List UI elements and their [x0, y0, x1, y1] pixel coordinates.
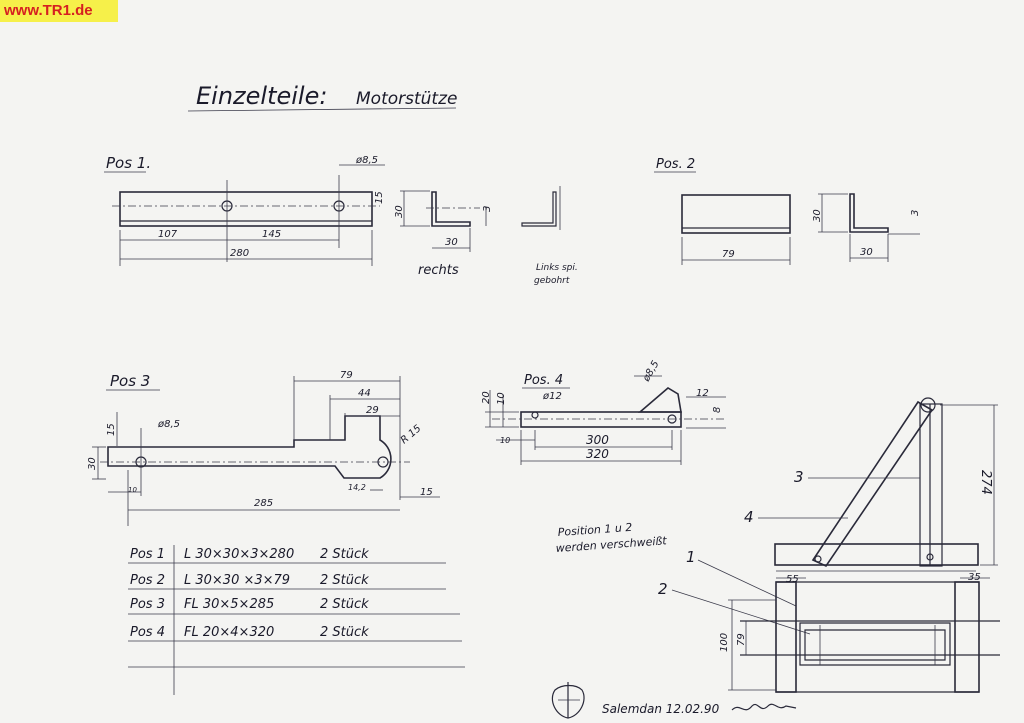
pos4-dim-12: 12	[696, 388, 709, 399]
pos1-label: Pos 1.	[106, 154, 151, 172]
pos3-hole-dim: ø8,5	[157, 419, 180, 430]
pos2-dim-3: 3	[910, 210, 921, 216]
pos1-dim-30v: 30	[394, 205, 405, 218]
table-row-1-qty: 2 Stück	[320, 547, 369, 562]
pos1-hole-dim: ø8,5	[355, 155, 378, 166]
callout-1: 1	[686, 548, 696, 566]
table-row-3-pos: Pos 3	[130, 597, 165, 612]
pos1-drawing: Pos 1. ø8,5 107 145 280 15 30 3 30 recht…	[104, 154, 578, 286]
assembly-drawing: Position 1 u 2 werden verschweißt 274 3 …	[555, 397, 1000, 693]
pos2-dim-30h: 30	[860, 247, 873, 258]
pos2-drawing: Pos. 2 79 30 3 30	[654, 157, 921, 265]
assembly-dim-100: 100	[719, 633, 730, 652]
pos3-dim-79: 79	[340, 370, 353, 381]
pos2-dim-30v: 30	[812, 209, 823, 222]
pos3-dim-285: 285	[254, 498, 273, 509]
pos3-dim-142: 14,2	[348, 483, 366, 492]
pos4-drawing: Pos. 4 12 8 ø8,5 ø12 20 10 10 300 320	[481, 359, 726, 465]
pos3-drawing: Pos 3 79 44 29 R 15 ø8,5 15 30 10 285 14…	[87, 370, 440, 526]
parts-table: Pos 1 L 30×30×3×280 2 Stück Pos 2 L 30×3…	[128, 545, 465, 695]
assembly-dim-274: 274	[978, 470, 993, 495]
pos4-dim-8: 8	[712, 407, 723, 413]
pos3-dim-44: 44	[358, 388, 371, 399]
pos1-dim-280: 280	[230, 248, 249, 259]
pos4-dim-320: 320	[586, 447, 609, 461]
table-row-4-qty: 2 Stück	[320, 625, 369, 640]
pos1-links: Links spi.	[536, 263, 578, 273]
pos1-dim-15: 15	[374, 191, 385, 204]
pos2-label: Pos. 2	[656, 157, 695, 172]
callout-3: 3	[794, 468, 804, 486]
pos4-label: Pos. 4	[524, 373, 563, 388]
pos3-dim-15b: 15	[420, 487, 433, 498]
pos3-label: Pos 3	[110, 372, 150, 390]
pos3-dim-30: 30	[87, 457, 98, 470]
table-row-4-pos: Pos 4	[130, 625, 165, 640]
emblem-icon	[551, 682, 585, 719]
pos2-dim-79: 79	[722, 249, 735, 260]
pos3-dim-15: 15	[106, 423, 117, 436]
pos1-dim-145: 145	[262, 229, 281, 240]
callout-2: 2	[658, 580, 668, 598]
pos4-hole-dim: ø12	[542, 391, 562, 402]
pos1-dim-30h: 30	[445, 237, 458, 248]
title-main: Einzelteile:	[196, 82, 327, 110]
handwritten-signature	[731, 703, 797, 711]
table-row-2-qty: 2 Stück	[320, 573, 369, 588]
title-sub: Motorstütze	[356, 89, 457, 109]
table-row-3-qty: 2 Stück	[320, 597, 369, 612]
table-row-4-desc: FL 20×4×320	[184, 625, 274, 640]
table-row-2-desc: L 30×30 ×3×79	[184, 573, 290, 588]
signature-block: Salemdan 12.02.90	[551, 682, 797, 719]
pos3-dim-r15: R 15	[399, 423, 424, 446]
table-row-3-desc: FL 30×5×285	[184, 597, 274, 612]
table-row-1-desc: L 30×30×3×280	[184, 547, 294, 562]
pos4-dim-300: 300	[586, 433, 609, 447]
pos4-dim-20: 20	[481, 391, 492, 404]
table-row-2-pos: Pos 2	[130, 573, 165, 588]
pos3-dim-10: 10	[128, 486, 137, 494]
pos1-rechts: rechts	[418, 263, 459, 278]
pos1-dim-3: 3	[482, 206, 493, 212]
signature-place-date: Salemdan 12.02.90	[602, 702, 720, 716]
assembly-dim-35: 35	[968, 572, 981, 583]
callout-4: 4	[744, 508, 754, 526]
assembly-note-1: Position 1 u 2	[557, 521, 632, 539]
pos4-dim-angle: ø8,5	[641, 359, 662, 384]
assembly-dim-55: 55	[786, 574, 799, 585]
assembly-dim-79: 79	[736, 633, 747, 646]
pos3-dim-29: 29	[366, 405, 379, 416]
pos4-dim-10v: 10	[496, 392, 507, 405]
table-row-1-pos: Pos 1	[130, 547, 165, 562]
watermark: www.TR1.de	[0, 0, 118, 22]
pos1-dim-107: 107	[158, 229, 178, 240]
pos4-dim-10: 10	[500, 436, 510, 445]
pos1-links-2: gebohrt	[534, 276, 570, 286]
